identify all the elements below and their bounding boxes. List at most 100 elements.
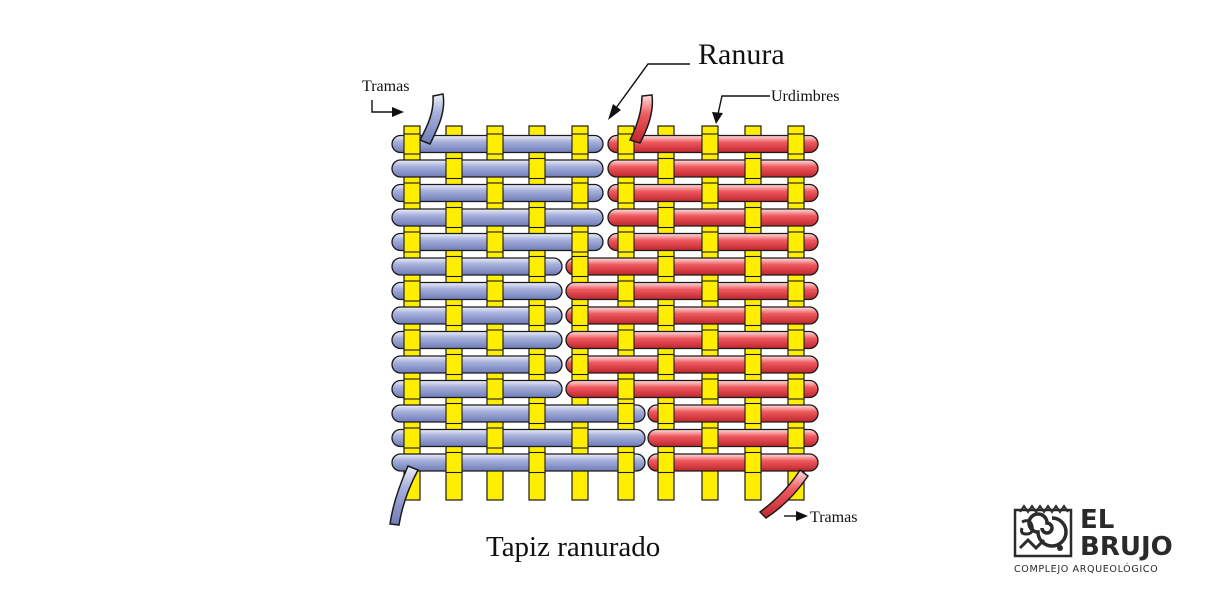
warp-over-segment: [486, 329, 504, 351]
warp-over-segment: [486, 378, 504, 400]
warp-over-segment: [617, 280, 635, 302]
weft-thread: [391, 208, 604, 227]
weft-thread: [647, 428, 819, 448]
warp-over-segment: [403, 182, 421, 204]
warp-over-segment: [657, 304, 675, 327]
weft-thread: [565, 330, 819, 350]
warp-over-segment: [787, 133, 805, 155]
warp-over-segment: [445, 451, 463, 474]
weft-thread: [391, 355, 563, 374]
warp-over-segment: [486, 133, 504, 155]
warp-over-segment: [787, 329, 805, 351]
warp-over-segment: [445, 206, 463, 229]
warp-arrowhead: [712, 112, 723, 124]
warp-over-segment: [403, 133, 421, 155]
weft-end-bottom-right: [758, 468, 810, 519]
label-warp: Urdimbres: [771, 88, 839, 105]
warp-over-segment: [744, 402, 762, 425]
warp-over-segment: [787, 280, 805, 302]
warp-over-segment: [571, 231, 589, 253]
warp-over-segment: [571, 427, 589, 449]
slit-arrowhead: [608, 104, 621, 120]
warp-over-segment: [657, 402, 675, 425]
warp-over-segment: [701, 378, 719, 400]
weft-thread: [607, 208, 819, 227]
slit-pointer-line: [615, 63, 690, 109]
warp-over-segment: [571, 182, 589, 204]
weft-bottom-arrowhead: [796, 511, 808, 521]
weft-thread: [391, 159, 604, 178]
weft-thread: [391, 306, 563, 325]
weft-thread: [565, 257, 819, 276]
warp-over-segment: [701, 329, 719, 351]
warp-over-segment: [571, 304, 589, 327]
warp-over-segment: [617, 329, 635, 351]
weft-thread: [391, 453, 646, 472]
warp-over-segment: [445, 255, 463, 278]
el-brujo-logo: EL BRUJO COMPLEJO ARQUEOLÓGICO: [1013, 504, 1173, 575]
warp-over-segment: [403, 427, 421, 449]
weft-top-pointer-line: [371, 100, 392, 113]
weft-thread: [647, 404, 819, 423]
warp-over-segment: [617, 378, 635, 400]
logo-tagline: COMPLEJO ARQUEOLÓGICO: [1014, 562, 1158, 575]
weft-thread: [391, 404, 646, 423]
warp-over-segment: [657, 157, 675, 180]
warp-over-segment: [657, 206, 675, 229]
warp-over-segment: [486, 427, 504, 449]
warp-over-segment: [787, 427, 805, 449]
warp-over-segment: [657, 451, 675, 474]
warp-over-segment: [657, 255, 675, 278]
warp-over-segment: [486, 280, 504, 302]
warp-over-segment: [445, 157, 463, 180]
weft-thread: [391, 281, 563, 301]
warp-over-segment: [744, 353, 762, 376]
warp-over-segment: [403, 329, 421, 351]
warp-over-segment: [744, 255, 762, 278]
warp-over-segment: [571, 133, 589, 155]
warp-over-segment: [571, 255, 589, 278]
logo-title-line-1: EL: [1080, 505, 1114, 535]
warp-over-segment: [403, 280, 421, 302]
warp-over-segment: [787, 378, 805, 400]
warp-pointer-line: [717, 95, 770, 115]
warp-over-segment: [701, 427, 719, 449]
warp-over-segment: [744, 304, 762, 327]
warp-over-segment: [528, 157, 546, 180]
weft-thread: [565, 379, 819, 399]
warp-over-segment: [617, 182, 635, 204]
warp-over-segment: [528, 304, 546, 327]
warp-over-segment: [403, 378, 421, 400]
weft-end-top-right: [628, 94, 654, 144]
warp-over-segment: [787, 182, 805, 204]
warp-over-segment: [617, 402, 635, 425]
warp-over-segment: [701, 182, 719, 204]
weft-thread: [565, 306, 819, 325]
warp-over-segment: [617, 451, 635, 474]
warp-over-segment: [571, 353, 589, 376]
logo-title-line-2: BRUJO: [1080, 532, 1173, 562]
diagram-caption: Tapiz ranurado: [486, 531, 660, 563]
warp-over-segment: [657, 353, 675, 376]
warp-over-segment: [528, 451, 546, 474]
warp-over-segment: [701, 231, 719, 253]
weft-thread: [607, 159, 819, 178]
warp-over-segment: [403, 231, 421, 253]
weft-thread: [647, 453, 819, 472]
warp-over-segment: [701, 280, 719, 302]
warp-over-segment: [528, 255, 546, 278]
warp-over-segment: [528, 206, 546, 229]
weft-thread: [565, 355, 819, 374]
warp-over-segment: [744, 157, 762, 180]
label-weft-bottom: Tramas: [810, 509, 857, 526]
warp-threads-front: [403, 133, 805, 474]
warp-over-segment: [528, 402, 546, 425]
warp-over-segment: [528, 353, 546, 376]
label-slit: Ranura: [698, 38, 785, 71]
weft-top-arrowhead: [392, 107, 404, 117]
warp-over-segment: [701, 133, 719, 155]
weft-thread: [391, 330, 563, 350]
weft-thread: [391, 379, 563, 399]
warp-over-segment: [445, 402, 463, 425]
